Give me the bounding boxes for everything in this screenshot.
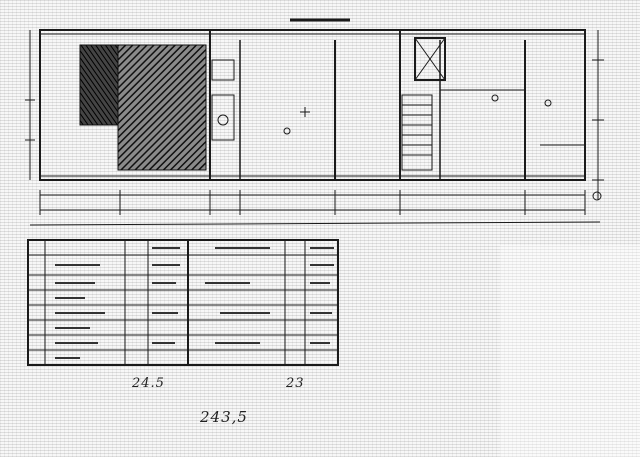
grand-total-label: 243,5 bbox=[200, 408, 248, 426]
subtotal-left-label: 24.5 bbox=[132, 376, 165, 391]
hatched-room bbox=[117, 44, 207, 171]
staircase bbox=[401, 94, 433, 171]
subtotal-right-label: 23 bbox=[286, 376, 305, 391]
outer-wall bbox=[39, 29, 586, 181]
hatched-room bbox=[79, 44, 119, 126]
floor-plan bbox=[25, 18, 604, 226]
area-table-right bbox=[187, 239, 339, 366]
area-table-left bbox=[27, 239, 189, 366]
shaft bbox=[414, 37, 446, 81]
